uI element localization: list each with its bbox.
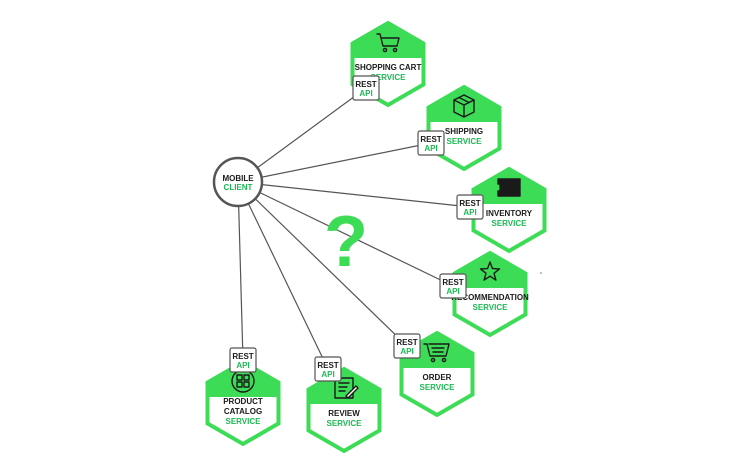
rest-api-badge-box	[456, 194, 484, 220]
api-label: API	[236, 361, 249, 370]
service-title: ORDER	[423, 373, 452, 382]
connection-line-review	[237, 181, 329, 370]
rest-label: REST	[420, 135, 441, 144]
service-title: PRODUCT	[223, 397, 263, 406]
service-title: CATALOG	[224, 407, 262, 416]
rest-api-badge-box	[229, 347, 257, 373]
service-hexagon-cap	[401, 333, 473, 368]
service-title: REVIEW	[328, 409, 360, 418]
rest-label: REST	[355, 80, 376, 89]
service-subtitle: SERVICE	[473, 303, 509, 312]
service-subtitle: SERVICE	[371, 73, 407, 82]
connection-line-order	[237, 181, 408, 347]
rest-api-badge-box	[314, 356, 342, 382]
service-title: INVENTORY	[486, 209, 533, 218]
mobile-client-sublabel: CLIENT	[224, 183, 253, 192]
cart-icon	[376, 33, 400, 53]
connections	[237, 87, 471, 370]
service-title: SHOPPING CART	[355, 63, 422, 72]
stack-icon	[497, 178, 521, 197]
connection-line-product-catalog	[237, 181, 244, 361]
service-subtitle: SERVICE	[492, 219, 528, 228]
review-icon	[334, 377, 359, 399]
api-label: API	[321, 370, 334, 379]
connection-line-inventory	[237, 181, 471, 208]
api-label: API	[446, 287, 459, 296]
api-label: API	[424, 144, 437, 153]
service-hexagon-cap	[454, 253, 526, 288]
rest-api-badge-box	[439, 273, 467, 299]
service-subtitle: SERVICE	[420, 383, 456, 392]
rest-api-badge-box	[393, 333, 421, 359]
service-subtitle: SERVICE	[327, 419, 363, 428]
services: SHOPPING CARTSERVICESHIPPINGSERVICEINVEN…	[205, 20, 547, 454]
service-subtitle: SERVICE	[226, 417, 262, 426]
connection-line-shopping-cart	[237, 87, 367, 183]
box-icon	[453, 94, 475, 118]
service-hexagon-cap	[207, 362, 279, 397]
service-title: SHIPPING	[445, 127, 483, 136]
service-title: RECOMMENDATION	[451, 293, 529, 302]
mobile-client-circle	[212, 156, 264, 208]
api-label: API	[359, 89, 372, 98]
cart-list-icon	[423, 343, 450, 363]
rest-label: REST	[442, 278, 463, 287]
question-mark: ?	[324, 202, 368, 282]
stray-dot	[540, 272, 542, 274]
star-icon	[479, 261, 501, 281]
api-badges: RESTAPIRESTAPIRESTAPIRESTAPIRESTAPIRESTA…	[229, 75, 484, 382]
rest-api-badge-box	[417, 130, 445, 156]
service-subtitle: SERVICE	[447, 137, 483, 146]
rest-api-badge-box	[352, 75, 380, 101]
api-label: API	[400, 347, 413, 356]
rest-label: REST	[396, 338, 417, 347]
mobile-client-label: MOBILE	[222, 174, 254, 183]
rest-label: REST	[317, 361, 338, 370]
mobile-client: MOBILE CLIENT	[212, 156, 264, 208]
rest-label: REST	[459, 199, 480, 208]
connection-line-recommendation	[237, 181, 454, 287]
connection-line-shipping	[237, 142, 432, 183]
rest-label: REST	[232, 352, 253, 361]
service-hexagon-cap	[352, 23, 424, 58]
api-label: API	[463, 208, 476, 217]
